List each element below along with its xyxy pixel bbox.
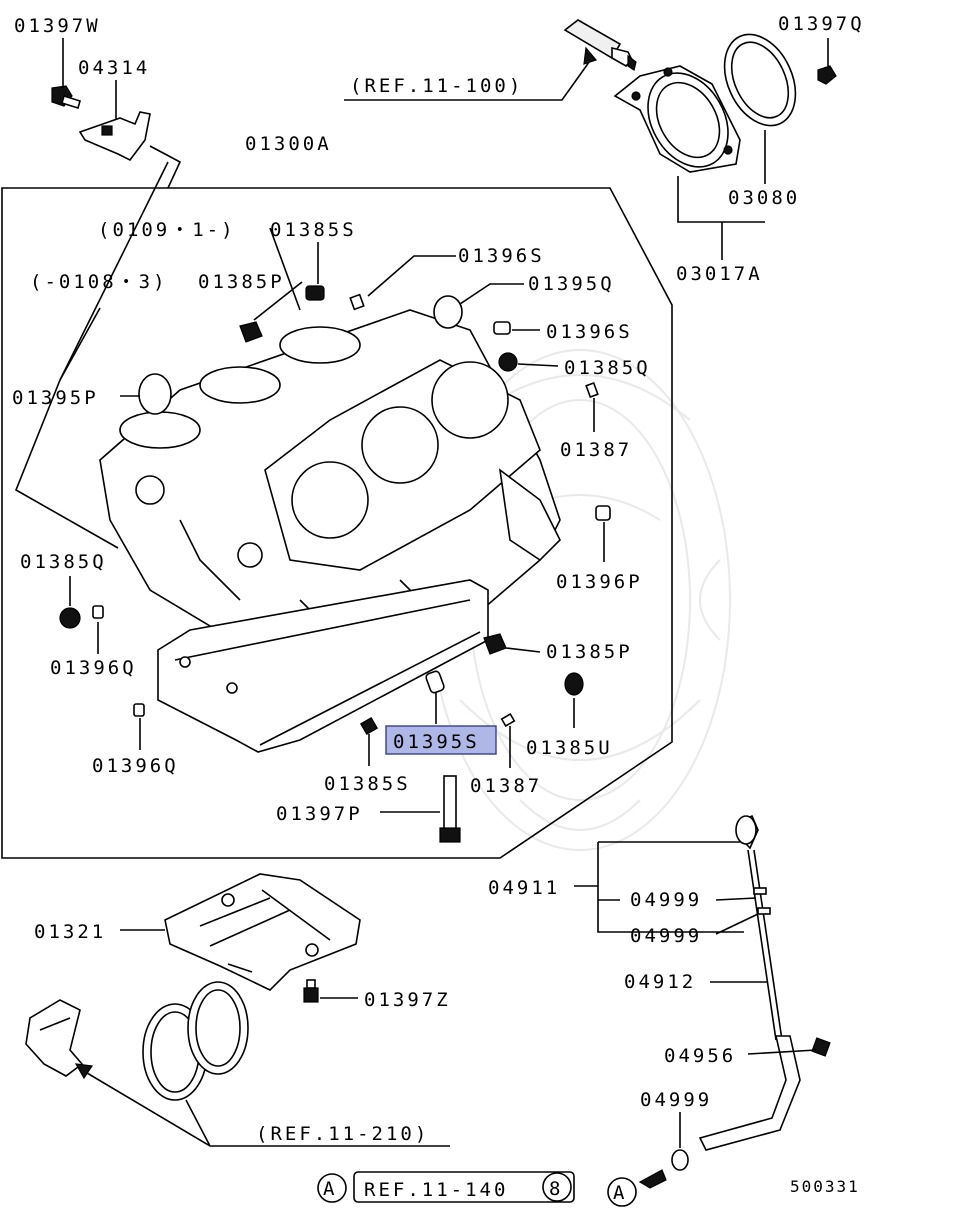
label-01385P-right[interactable]: 01385P	[546, 641, 633, 663]
label-01395Q[interactable]: 01395Q	[528, 273, 615, 295]
plug-01385U[interactable]	[564, 672, 584, 696]
plug-01385P-right[interactable]	[483, 633, 507, 655]
expansion-plug-01395P[interactable]	[138, 373, 172, 415]
label-04956[interactable]: 04956	[664, 1045, 736, 1067]
highlight-box	[385, 725, 497, 755]
o-ring-04999-c[interactable]	[671, 1149, 689, 1171]
label-01385P-top[interactable]: 01385P	[198, 271, 285, 293]
label-01395S[interactable]: 01395S	[393, 731, 480, 753]
label-01397Q[interactable]: 01397Q	[778, 13, 865, 35]
label-01300A[interactable]: 01300A	[245, 133, 332, 155]
label-01321[interactable]: 01321	[34, 921, 106, 943]
label-01396Q-bottom[interactable]: 01396Q	[92, 755, 179, 777]
label-04999-b[interactable]: 04999	[630, 925, 702, 947]
main-bearing-half[interactable]	[25, 999, 84, 1077]
bolt-04956[interactable]	[811, 1037, 831, 1057]
sealant-tube[interactable]	[563, 19, 637, 71]
dowel-01396Q-left[interactable]	[92, 605, 104, 619]
pin-01387-right[interactable]	[585, 381, 599, 399]
baffle-plate-01321[interactable]	[164, 873, 361, 991]
dowel-01396P[interactable]	[595, 505, 611, 521]
diagram-id: 500331	[790, 1177, 860, 1196]
plug-01385S-top[interactable]	[305, 285, 325, 301]
label-01387-bottom[interactable]: 01387	[470, 775, 542, 797]
label-01397P[interactable]: 01397P	[276, 803, 363, 825]
bolt-01397Z[interactable]	[303, 979, 319, 1003]
range-label-0109: (0109・1-)	[98, 219, 236, 241]
dowel-01396Q-bottom[interactable]	[133, 703, 145, 717]
label-01395P[interactable]: 01395P	[12, 387, 99, 409]
oil-level-gauge-04912[interactable]	[735, 814, 783, 1041]
label-01396S-right[interactable]: 01396S	[546, 321, 633, 343]
label-04314[interactable]: 04314	[78, 57, 150, 79]
pin-01387-bottom[interactable]	[500, 712, 516, 728]
label-01385S-bottom[interactable]: 01385S	[324, 773, 411, 795]
oil-seal-case-03017A[interactable]	[613, 59, 744, 182]
label-01396S-top[interactable]: 01396S	[458, 245, 545, 267]
ref-11-210-label[interactable]: (REF.11-210)	[256, 1123, 429, 1145]
plug-01385S-bottom[interactable]	[359, 716, 379, 736]
label-01387-right[interactable]: 01387	[560, 439, 632, 461]
label-04999-a[interactable]: 04999	[630, 889, 702, 911]
plug-01385Q-left[interactable]	[59, 607, 81, 629]
circle-8-number: 8	[549, 1178, 563, 1200]
dowel-01396S-right[interactable]	[493, 321, 511, 335]
expansion-plug-01395Q[interactable]	[433, 295, 463, 329]
label-01385Q-right[interactable]: 01385Q	[564, 357, 651, 379]
circle-a-right	[607, 1177, 637, 1207]
ref-11-140-label[interactable]: REF.11-140	[364, 1179, 508, 1201]
label-03017A[interactable]: 03017A	[676, 263, 763, 285]
bolt-01397W[interactable]	[51, 85, 81, 110]
label-04912[interactable]: 04912	[624, 971, 696, 993]
arrow-to-a	[638, 1169, 667, 1189]
label-01396P[interactable]: 01396P	[556, 571, 643, 593]
label-01397Z[interactable]: 01397Z	[364, 989, 451, 1011]
engine-block-boundary	[1, 187, 673, 859]
ref-box-11-140[interactable]	[353, 1171, 575, 1203]
range-label-0108: (-0108・3)	[30, 271, 168, 293]
bolt-01397Q[interactable]	[817, 65, 837, 85]
dowel-01396S-top[interactable]	[349, 293, 365, 311]
label-01385Q-left[interactable]: 01385Q	[20, 551, 107, 573]
thrust-washer-2[interactable]	[187, 981, 249, 1075]
circle-a-left	[317, 1173, 347, 1203]
label-01385S-top[interactable]: 01385S	[270, 219, 357, 241]
label-01397W[interactable]: 01397W	[14, 15, 101, 37]
ref-11-100-label[interactable]: (REF.11-100)	[350, 75, 523, 97]
plug-01385Q-right[interactable]	[498, 352, 518, 372]
bracket-04314[interactable]	[78, 111, 151, 162]
plug-01385P-top[interactable]	[239, 321, 263, 343]
bolt-01397P[interactable]	[439, 775, 461, 843]
label-01385U[interactable]: 01385U	[526, 737, 613, 759]
expansion-plug-01395S[interactable]	[425, 670, 445, 694]
circle-a-right-letter: A	[613, 1182, 627, 1204]
label-03080[interactable]: 03080	[728, 187, 800, 209]
bearing-cap-frame[interactable]	[157, 579, 489, 753]
label-04999-c[interactable]: 04999	[640, 1089, 712, 1111]
circle-a-left-letter: A	[323, 1178, 337, 1200]
label-01396Q-left[interactable]: 01396Q	[50, 657, 137, 679]
label-04911[interactable]: 04911	[488, 877, 560, 899]
oil-seal-03080[interactable]	[711, 23, 810, 137]
